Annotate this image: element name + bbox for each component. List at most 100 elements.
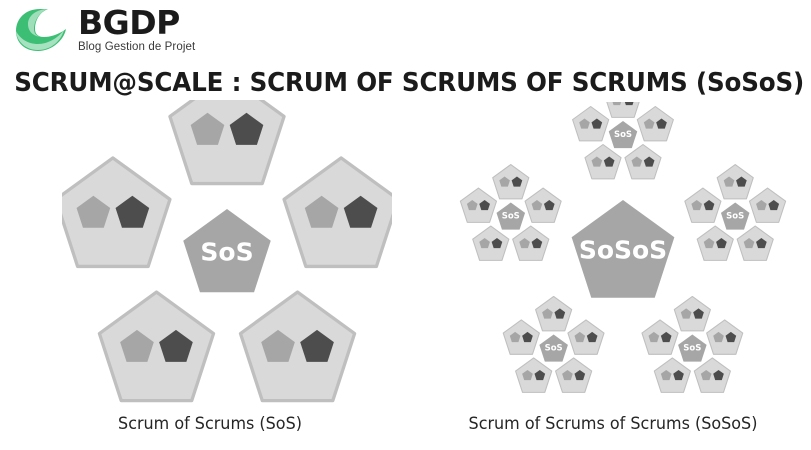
team-member-light (304, 195, 339, 228)
sos-cluster: SoS (459, 164, 562, 261)
team-member-dark (543, 200, 555, 211)
team-member-light (591, 156, 603, 167)
team-outline (62, 156, 172, 269)
team-outline (748, 187, 787, 223)
hub-outline (496, 202, 526, 230)
hub-outline (720, 202, 750, 230)
scrum-team-pentagon (572, 105, 610, 142)
scrum-team-pentagon (459, 187, 498, 223)
brand-text-block: BGDP Blog Gestion de Projet (78, 6, 195, 53)
scrum-team-pentagon (492, 164, 530, 200)
scrum-team-pentagon (472, 225, 510, 261)
team-member-light (579, 118, 590, 129)
team-member-dark (115, 195, 150, 228)
team-member-dark (343, 195, 378, 228)
scrum-team-pentagon (673, 295, 711, 332)
team-member-dark (603, 156, 615, 167)
team-outline (673, 295, 711, 332)
scrum-team-pentagon (636, 105, 674, 142)
scrum-team-pentagon (515, 357, 553, 393)
team-member-light (700, 369, 712, 381)
team-outline (572, 105, 610, 142)
team-member-light (631, 156, 643, 167)
team-member-light (703, 238, 715, 249)
page-title: SCRUM@SCALE : SCRUM OF SCRUMS OF SCRUMS … (14, 68, 805, 98)
scrum-team-pentagon (684, 187, 722, 223)
team-outline (606, 102, 640, 118)
sos-cluster: SoS (572, 102, 674, 180)
team-member-dark (479, 200, 490, 211)
team-outline (168, 100, 286, 186)
team-outline (282, 156, 392, 269)
team-member-dark (643, 156, 655, 167)
scrum-team-pentagon (168, 100, 286, 186)
team-member-dark (624, 102, 634, 106)
sosos-hub: SoSoS (571, 200, 675, 298)
team-member-light (522, 369, 533, 381)
sos-cluster-hub: SoS (608, 121, 638, 149)
team-outline (238, 290, 357, 403)
team-outline (696, 225, 734, 261)
team-member-dark (713, 369, 724, 381)
team-member-light (574, 331, 586, 343)
scrum-team-pentagon (502, 319, 540, 355)
team-member-dark (586, 331, 598, 343)
team-member-dark (693, 308, 704, 319)
team-member-light (680, 308, 692, 319)
hub-outline (678, 334, 707, 362)
sos-cluster-hub: SoS (720, 202, 750, 230)
scrum-team-pentagon (748, 187, 787, 223)
team-member-light (479, 238, 490, 249)
team-member-light (643, 118, 655, 129)
team-outline (641, 319, 679, 355)
team-member-dark (531, 238, 543, 249)
team-member-dark (673, 369, 684, 381)
team-member-dark (703, 200, 715, 211)
team-member-dark (522, 331, 533, 343)
brand-tagline: Blog Gestion de Projet (78, 41, 196, 54)
scrum-team-pentagon (693, 357, 731, 393)
scrum-team-pentagon (567, 319, 605, 355)
team-outline (693, 357, 731, 393)
team-member-light (190, 112, 225, 145)
scrum-team-pentagon (736, 225, 774, 261)
team-member-dark (591, 118, 603, 129)
hub-label: SoS (726, 211, 744, 221)
hub-label: SoS (614, 130, 632, 140)
team-member-light (509, 331, 521, 343)
team-member-dark (736, 176, 747, 187)
team-member-light (756, 200, 767, 211)
caption-row: Scrum of Scrums (SoS) Scrum of Scrums of… (0, 414, 811, 442)
team-outline (512, 225, 550, 261)
team-member-light (76, 195, 111, 228)
scrum-team-pentagon (535, 295, 573, 332)
scrum-team-pentagon (641, 319, 679, 355)
team-member-dark (656, 118, 667, 129)
caption-sos: Scrum of Scrums (SoS) (118, 414, 302, 434)
team-member-light (660, 369, 672, 381)
team-member-dark (491, 238, 503, 249)
sos-hub-pentagon: SoS (183, 209, 271, 293)
team-member-light (542, 308, 553, 319)
team-outline (567, 319, 605, 355)
sos-cluster: SoS (641, 295, 744, 393)
team-member-light (612, 102, 622, 106)
hub-label: SoS (200, 237, 253, 266)
team-member-light (120, 329, 154, 362)
scrum-team-pentagon (584, 143, 622, 180)
team-outline (684, 187, 722, 223)
team-member-dark (159, 329, 193, 362)
scrum-team-pentagon (606, 102, 640, 118)
bgdp-leaf-logo-icon (16, 9, 66, 51)
team-member-light (562, 369, 573, 381)
team-outline (736, 225, 774, 261)
hub-outline (183, 209, 271, 293)
team-outline (555, 357, 593, 393)
hub-label: SoS (502, 211, 520, 221)
sosos-hub-pentagon: SoSoS (571, 200, 675, 298)
scrum-team-pentagon (696, 225, 734, 261)
team-outline (624, 143, 662, 180)
